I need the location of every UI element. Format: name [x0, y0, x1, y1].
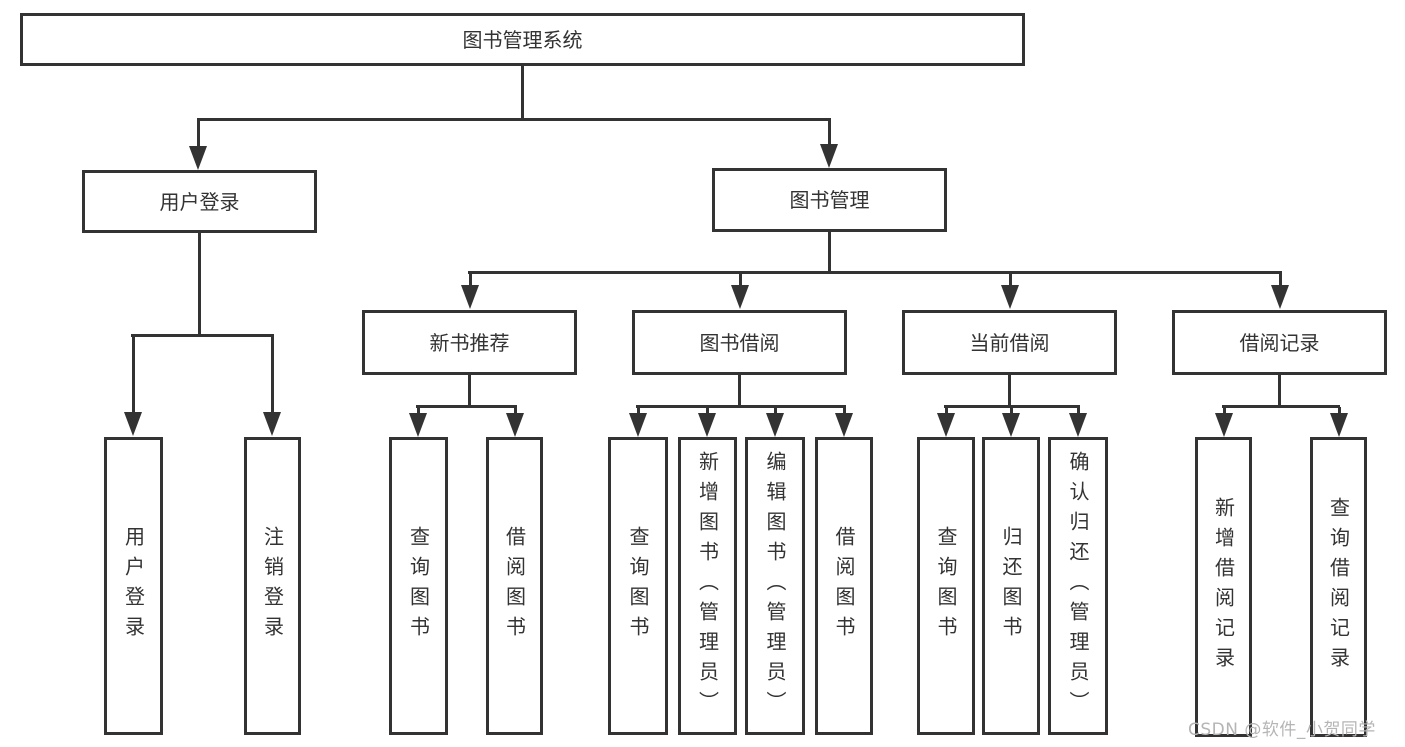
- arrow-down-icon: [1069, 407, 1087, 437]
- arrow-down-icon: [1330, 407, 1348, 437]
- connector-mgmt-stem: [828, 232, 831, 274]
- arrow-down-icon: [629, 407, 647, 437]
- node-user-login: 用户登录: [82, 170, 317, 233]
- node-root-library-system: 图书管理系统: [20, 13, 1025, 66]
- arrow-down-icon: [766, 407, 784, 437]
- connector-current-branch: [944, 405, 1080, 408]
- connector-recommend-stem: [468, 375, 471, 407]
- node-new-book-recommend: 新书推荐: [362, 310, 577, 375]
- csdn-watermark: CSDN @软件_小贺同学: [1188, 720, 1376, 740]
- connector-current-stem: [1008, 375, 1011, 407]
- node-book-management: 图书管理: [712, 168, 947, 232]
- connector-mgmt-branch: [468, 271, 1282, 274]
- leaf-recommend-borrow-books: 借阅图书: [486, 437, 543, 735]
- arrow-down-icon: [409, 407, 427, 437]
- leaf-current-return-books: 归还图书: [982, 437, 1040, 735]
- leaf-borrow-edit-books-admin: 编辑图书（管理员）: [745, 437, 805, 735]
- arrow-down-icon: [506, 407, 524, 437]
- arrow-down-icon: [461, 273, 479, 309]
- arrow-down-icon: [1001, 273, 1019, 309]
- connector-borrow-branch: [636, 405, 846, 408]
- arrow-down-icon: [835, 407, 853, 437]
- arrow-down-icon: [820, 120, 838, 168]
- node-borrow-records: 借阅记录: [1172, 310, 1387, 375]
- connector-records-branch: [1222, 405, 1340, 408]
- arrow-down-icon: [698, 407, 716, 437]
- arrow-down-icon: [731, 273, 749, 309]
- arrow-down-icon: [1215, 407, 1233, 437]
- connector-records-stem: [1278, 375, 1281, 407]
- leaf-borrow-query-books: 查询图书: [608, 437, 668, 735]
- node-current-borrow: 当前借阅: [902, 310, 1117, 375]
- connector-root-stem: [521, 64, 524, 120]
- arrow-down-icon: [937, 407, 955, 437]
- connector-root-branch: [197, 118, 831, 121]
- leaf-current-query-books: 查询图书: [917, 437, 975, 735]
- connector-recommend-branch: [416, 405, 517, 408]
- leaf-recommend-query-books: 查询图书: [389, 437, 448, 735]
- connector-login-stem: [198, 233, 201, 336]
- leaf-borrow-add-books-admin: 新增图书（管理员）: [678, 437, 737, 735]
- node-book-borrow: 图书借阅: [632, 310, 847, 375]
- leaf-records-query-record: 查询借阅记录: [1310, 437, 1367, 737]
- leaf-logout: 注销登录: [244, 437, 301, 735]
- connector-borrow-stem: [738, 375, 741, 407]
- leaf-user-login: 用户登录: [104, 437, 163, 735]
- connector-login-branch: [131, 334, 274, 337]
- arrow-down-icon: [1002, 407, 1020, 437]
- arrow-down-icon: [263, 336, 281, 436]
- arrow-down-icon: [124, 336, 142, 436]
- arrow-down-icon: [1271, 273, 1289, 309]
- leaf-records-add-record: 新增借阅记录: [1195, 437, 1252, 737]
- arrow-down-icon: [189, 120, 207, 170]
- leaf-borrow-borrow-books: 借阅图书: [815, 437, 873, 735]
- leaf-current-confirm-return-admin: 确认归还（管理员）: [1048, 437, 1108, 735]
